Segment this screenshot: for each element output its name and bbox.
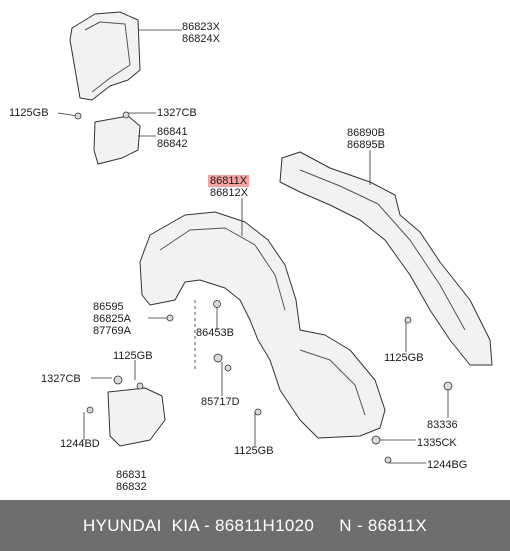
label-1125gb-right: 1125GB <box>384 352 424 364</box>
label-1125gb-bottom: 1125GB <box>234 445 274 457</box>
footer-text: HYUNDAI KIA - 86811H1020 N - 86811X <box>83 515 427 535</box>
wheel-guard-part <box>139 211 386 439</box>
label-86595: 86595 <box>93 301 124 313</box>
label-86812x: 86812X <box>210 187 248 199</box>
label-86841: 86841 <box>157 126 188 138</box>
label-86842: 86842 <box>157 138 188 150</box>
label-86832: 86832 <box>116 481 147 493</box>
small-flap-part <box>93 115 141 165</box>
label-1125gb-top: 1125GB <box>9 107 49 119</box>
upper-bracket-part <box>69 11 141 101</box>
label-1327cb-top: 1327CB <box>157 107 197 119</box>
long-rail-part <box>279 151 493 366</box>
label-86823x: 86823X <box>182 21 220 33</box>
label-86890b: 86890B <box>347 127 385 139</box>
label-1244bd: 1244BD <box>60 438 100 450</box>
label-86825a: 86825A <box>93 313 131 325</box>
label-87769a: 87769A <box>93 325 131 337</box>
label-83336: 83336 <box>427 419 458 431</box>
label-1327cb-left: 1327CB <box>41 373 81 385</box>
label-1125gb-left: 1125GB <box>113 350 153 362</box>
label-86824x: 86824X <box>182 33 220 45</box>
label-86811x: 86811X <box>208 175 250 187</box>
label-86453b: 86453B <box>196 327 234 339</box>
label-86895b: 86895B <box>347 139 385 151</box>
label-85717d: 85717D <box>201 396 240 408</box>
label-1244bg: 1244BG <box>427 459 468 471</box>
mud-flap-part <box>107 387 166 447</box>
footer-bar: HYUNDAI KIA - 86811H1020 N - 86811X <box>0 500 510 551</box>
label-86831: 86831 <box>116 469 147 481</box>
parts-diagram <box>57 11 493 464</box>
label-1335ck: 1335CK <box>417 437 457 449</box>
